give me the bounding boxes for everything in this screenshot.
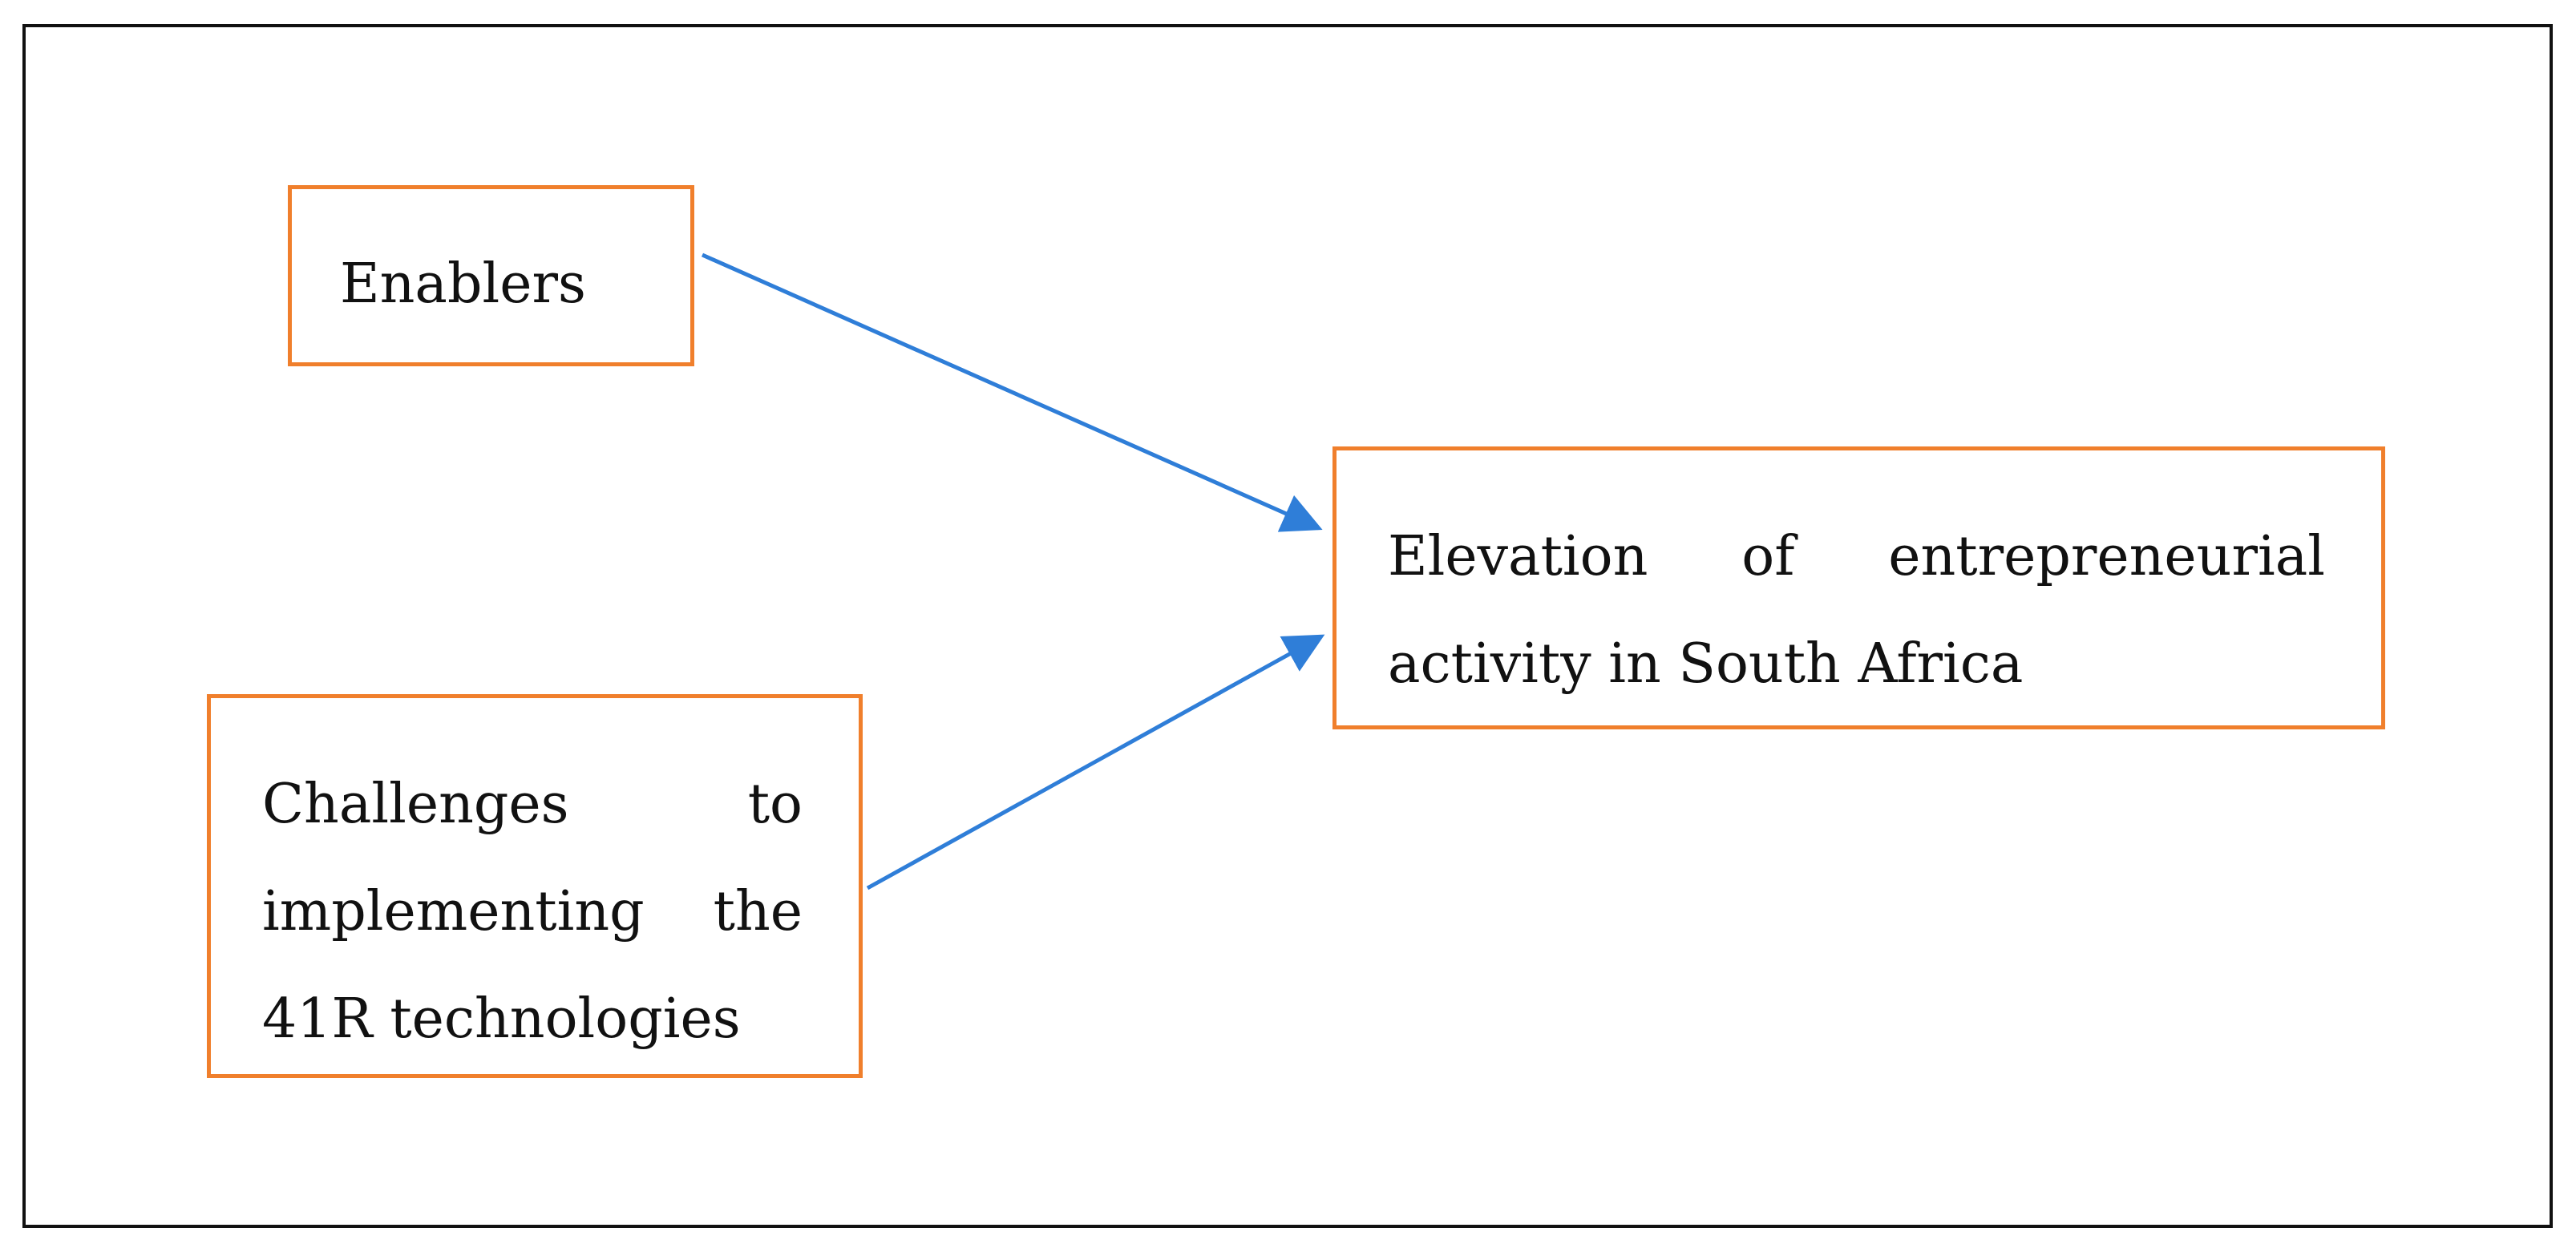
challenges-line-3: 41R technologies [262, 987, 741, 1051]
challenges-word-2: to [747, 773, 803, 836]
outcome-word-3: entrepreneurial [1888, 525, 2325, 588]
entrepreneurial-activity-node: Elevation of entrepreneurial activity in… [1332, 446, 2385, 729]
enablers-label: Enablers [340, 252, 586, 316]
outcome-word-2: of [1741, 525, 1795, 588]
challenges-line-2: implementing the [262, 858, 803, 966]
challenges-node: Challenges to implementing the 41R techn… [207, 694, 863, 1078]
outcome-word-1: Elevation [1388, 525, 1648, 588]
challenges-word-1: Challenges [262, 773, 569, 836]
challenges-line-1: Challenges to [262, 751, 803, 858]
diagram-frame [22, 24, 2553, 1228]
outcome-line-2: activity in South Africa [1388, 632, 2024, 696]
outcome-line-1: Elevation of entrepreneurial [1388, 503, 2325, 611]
challenges-word-4: the [713, 880, 803, 943]
enablers-node: Enablers [288, 185, 694, 366]
challenges-word-3: implementing [262, 880, 645, 943]
